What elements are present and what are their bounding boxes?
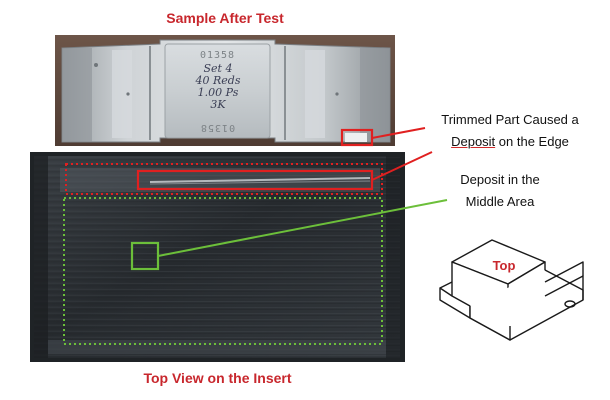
handwriting-line: Set 4 (203, 62, 233, 75)
trimmed-part-callout: Trimmed Part Caused a Deposit on the Edg… (425, 112, 595, 149)
sample-bottom-code: 01358 (199, 122, 236, 133)
handwriting-line: 1.00 Ps (197, 86, 239, 99)
handwriting-line: 40 Reds (195, 74, 241, 87)
trimmed-part-line1: Trimmed Part Caused a (441, 112, 579, 127)
edge-deposit-leader (371, 151, 433, 181)
middle-deposit-line1: Deposit in the (460, 172, 540, 187)
sample-after-test-caption: Sample After Test (166, 10, 284, 26)
edge-area-dotted-frame (65, 163, 383, 195)
sample-handwriting: Set 4 40 Reds 1.00 Ps 3K (170, 63, 266, 111)
sample-top-code: 01358 (199, 50, 236, 61)
handwriting-line: 3K (210, 98, 226, 111)
iso-view-top-label: Top (492, 258, 516, 273)
middle-deposit-line2: Middle Area (465, 194, 535, 209)
middle-deposit-leader (157, 199, 448, 257)
middle-area-dotted-frame (63, 197, 383, 345)
middle-deposit-callout: Deposit in the Middle Area (440, 172, 560, 209)
trimmed-part-rest: on the Edge (495, 134, 569, 149)
top-view-insert-caption: Top View on the Insert (143, 370, 292, 386)
trimmed-part-underlined: Deposit (451, 134, 496, 149)
insert-isometric-drawing (439, 239, 584, 341)
trimmed-part-line2: Deposit on the Edge (425, 134, 595, 149)
trimmed-part-leader (371, 127, 426, 139)
